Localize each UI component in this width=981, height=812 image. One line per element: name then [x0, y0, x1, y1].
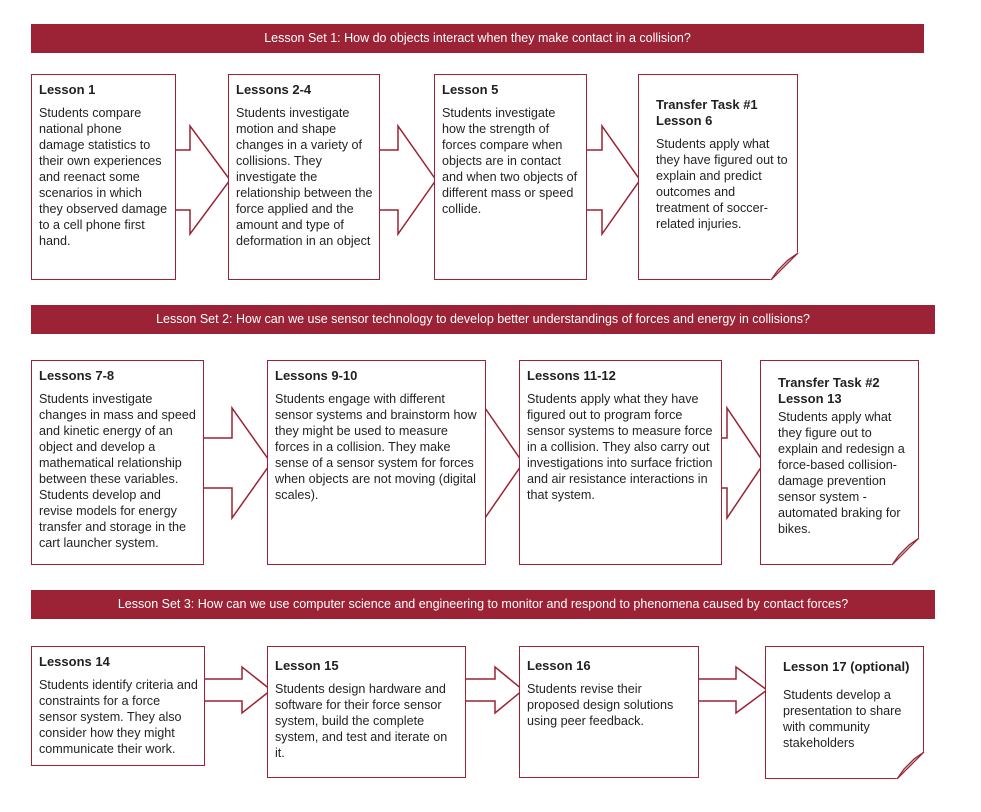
card-transfer-task-1: Transfer Task #1 Lesson 6 Students apply… — [638, 74, 798, 280]
card-lesson-15: Lesson 15 Students design hardware and s… — [267, 646, 466, 778]
card-text: Students apply what they figure out to e… — [778, 410, 905, 536]
card-text: Students identify criteria and constrain… — [39, 678, 198, 756]
arrow-9-11 — [479, 405, 524, 521]
card-lessons-14: Lessons 14 Students identify criteria an… — [31, 646, 205, 766]
card-lesson-5: Lesson 5 Students investigate how the st… — [434, 74, 587, 280]
card-title: Transfer Task #1 Lesson 6 — [656, 97, 758, 128]
arrow-3-4 — [580, 123, 641, 237]
card-lesson-1: Lesson 1 Students compare national phone… — [31, 74, 176, 280]
card-text: Students investigate changes in mass and… — [39, 392, 196, 550]
card-title: Lessons 11-12 — [527, 368, 616, 383]
card-lesson-17: Lesson 17 (optional) Students develop a … — [765, 646, 924, 779]
card-lessons-11-12: Lessons 11-12 Students apply what they h… — [519, 360, 722, 565]
lesson-set-2-banner: Lesson Set 2: How can we use sensor tech… — [31, 305, 935, 334]
card-title: Lessons 2-4 — [236, 82, 312, 97]
lesson-set-1-banner: Lesson Set 1: How do objects interact wh… — [31, 24, 924, 53]
card-text: Students revise their proposed design so… — [527, 682, 674, 728]
arrow-2-3 — [373, 123, 437, 237]
card-title: Lessons 9-10 — [275, 368, 358, 383]
card-title: Lesson 17 (optional) — [783, 659, 910, 674]
arrow-14-15 — [199, 665, 273, 715]
card-text: Students design hardware and software fo… — [275, 682, 448, 760]
lesson-set-3-banner: Lesson Set 3: How can we use computer sc… — [31, 590, 935, 619]
card-title: Lesson 16 — [527, 658, 591, 673]
arrow-11-13 — [716, 405, 765, 521]
card-lesson-16: Lesson 16 Students revise their proposed… — [519, 646, 699, 778]
card-title: Lesson 1 — [39, 82, 96, 97]
arrow-7-9 — [197, 405, 272, 521]
card-transfer-task-2: Transfer Task #2 Lesson 13 Students appl… — [760, 360, 919, 565]
card-lessons-2-4: Lessons 2-4 Students investigate motion … — [228, 74, 380, 280]
card-title: Lesson 15 — [275, 658, 339, 673]
arrow-16-17 — [692, 665, 769, 715]
card-text: Students investigate how the strength of… — [442, 106, 578, 216]
card-text: Students engage with different sensor sy… — [275, 392, 477, 502]
card-title: Lessons 14 — [39, 654, 110, 669]
arrow-15-16 — [459, 665, 525, 715]
card-text: Students apply what they have figured ou… — [527, 392, 713, 502]
card-lessons-9-10: Lessons 9-10 Students engage with differ… — [267, 360, 486, 565]
card-text: Students investigate motion and shape ch… — [236, 106, 373, 248]
card-text: Students develop a presentation to share… — [783, 688, 902, 750]
arrow-1-2 — [169, 123, 231, 237]
card-text: Students apply what they have figured ou… — [656, 137, 788, 231]
card-text: Students compare national phone damage s… — [39, 106, 168, 248]
card-lessons-7-8: Lessons 7-8 Students investigate changes… — [31, 360, 204, 565]
card-title: Transfer Task #2 Lesson 13 — [778, 375, 880, 406]
card-title: Lessons 7-8 — [39, 368, 115, 383]
card-title: Lesson 5 — [442, 82, 499, 97]
